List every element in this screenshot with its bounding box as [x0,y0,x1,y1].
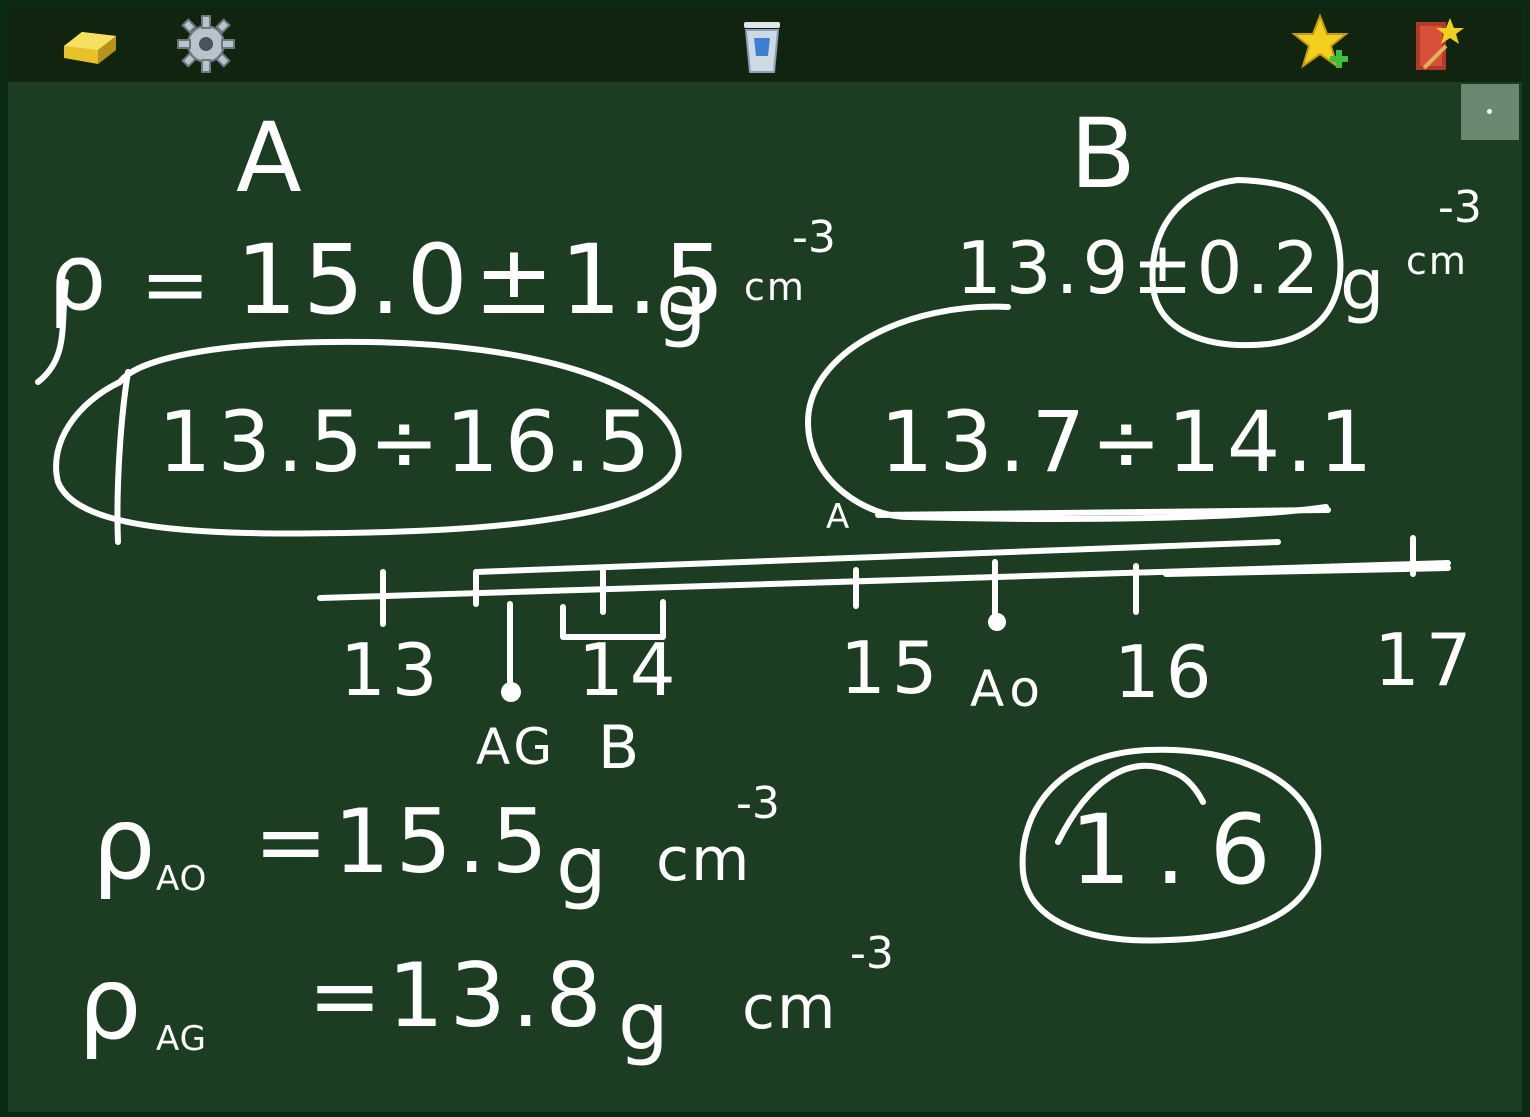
label-a: A [236,102,308,214]
tick-label-15: 15 [840,626,944,710]
bracket-range-a [114,369,131,545]
dot-icon [1487,109,1492,114]
circle-uncertainty-b [1149,177,1344,349]
marker-ao-label: Ao [970,660,1046,718]
density-b-exponent: -3 [1438,182,1482,233]
rho-ag-unit-cm: cm [742,973,838,1043]
eraser-button[interactable] [58,12,122,76]
rho-ag-subscript: AG [156,1019,208,1059]
circle-range-b [805,303,1329,522]
tick-label-16: 16 [1114,630,1218,714]
chalkboard-canvas[interactable]: A B ρ = 15.0±1.5 g cm -3 13.9±0.2 g cm -… [8,82,1522,1112]
app-window: A B ρ = 15.0±1.5 g cm -3 13.9±0.2 g cm -… [8,6,1522,1112]
rho-ao-exponent: -3 [736,778,780,829]
label-b: B [1070,98,1142,210]
rho-ao-subscript: AO [156,859,208,899]
tick-label-14: 14 [578,628,682,712]
equals-sign-a: = [140,235,217,333]
rho-ao-symbol: ρ [92,785,162,902]
density-a-unit-g: g [656,257,713,350]
rho-symbol-a: ρ [48,224,113,331]
eraser-icon [64,32,116,64]
density-a-exponent: -3 [792,212,836,263]
difference-arc [1055,762,1206,845]
density-b-unit-cm: cm [1406,239,1468,283]
rho-ao-value: =15.5 [254,790,554,893]
density-b-unit-g: g [1340,244,1391,326]
rho-ag-symbol: ρ [78,945,148,1062]
gear-icon [177,15,235,73]
difference-value: 1.6 [1070,794,1295,906]
add-favorite-button[interactable] [1290,12,1354,76]
rho-ag-value: =13.8 [308,944,608,1047]
range-b: 13.7÷14.1 [880,393,1379,491]
tick-label-13: 13 [340,628,444,712]
rho-ag-unit-g: g [618,975,675,1068]
settings-button[interactable] [174,12,238,76]
tick-label-17: 17 [1374,618,1478,702]
toolbar [8,6,1522,82]
range-b-marker: A [826,497,852,537]
range-a: 13.5÷16.5 [158,393,657,491]
page-toggle-button[interactable] [1461,84,1519,140]
marker-b-label: B [598,713,646,783]
rho-ao-unit-cm: cm [656,825,752,895]
recycle-bin-icon [744,22,780,73]
rho-ag-exponent: -3 [850,928,894,979]
star-add-icon [1291,13,1349,69]
circle-difference [1019,746,1322,944]
range-bracket-b [560,599,666,640]
density-b-value: 13.9±0.2 [956,226,1324,310]
circle-range-a [53,338,682,537]
density-a-value: 15.0±1.5 [236,224,731,336]
underline-range-b [875,507,1331,518]
range-bar-a [473,539,1281,607]
exit-door-icon [1416,18,1464,70]
range-bar-a-right [1163,565,1451,577]
density-a-unit-cm: cm [744,265,806,309]
rho-ao-unit-g: g [556,819,613,912]
marker-ag-label: AG [476,718,557,776]
number-line [317,560,1451,601]
exit-button[interactable] [1406,12,1470,76]
rho-tail-a [35,279,69,385]
clear-board-button[interactable] [730,12,794,76]
handwriting-strokes [35,177,1451,944]
